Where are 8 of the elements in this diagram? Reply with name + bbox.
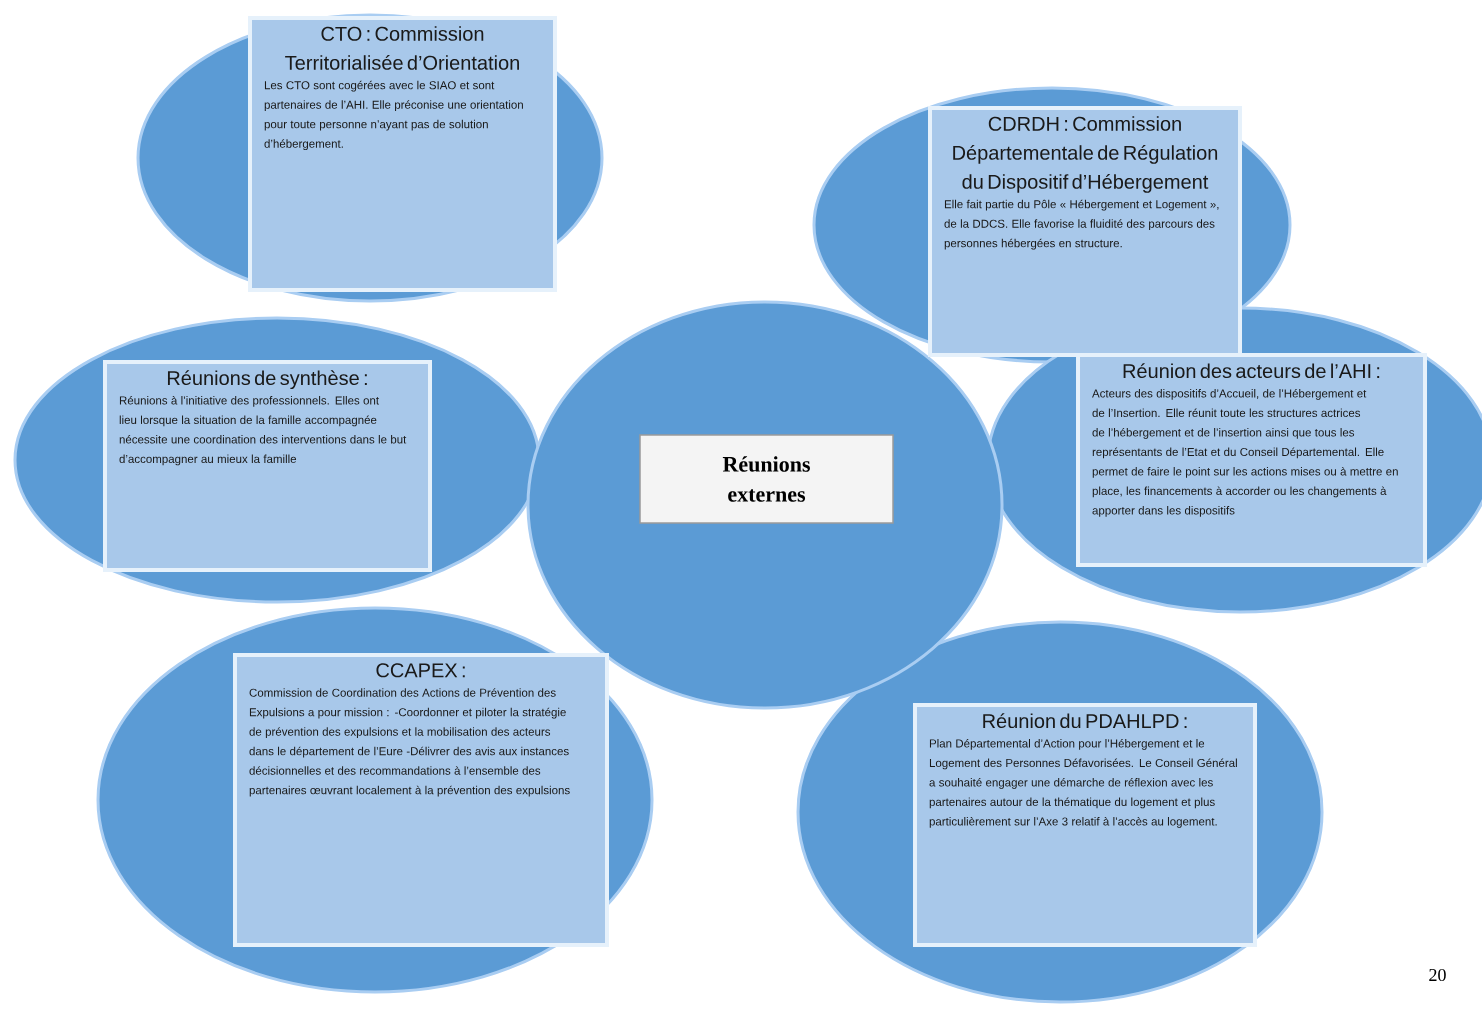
info-box: CCAPEX : Commission de Coordination des Actions de Prévention des Expulsions a pour mission : -Coordonner et piloter la stratégie de prévention des expulsions et la mobilisation des acteurs dans le département de l’Eure -Délivrer des avis aux instances décisionnelles et des recommandations à l’ensemble des partenaires œuvrant localement à la prévention des expulsions (233, 653, 609, 947)
info-box: CDRDH : Commission Départementale de Régulation du Dispositif d’Hébergement Elle fait partie du Pôle « Hébergement et Logement », de la DDCS. Elle favorise la fluidité des parcours des personnes hébergées en structure. (928, 106, 1242, 357)
title-box: Réunions externes (639, 434, 894, 524)
info-box: CTO : Commission Territorialisée d’Orientation Les CTO sont cogérées avec le SIAO et sont partenaires de l’AHI. Elle préconise une orientation pour toute personne n’ayant pas de solution d’hébergement. (248, 16, 557, 292)
page-number: 20 (1429, 968, 1446, 982)
info-box: Réunions de synthèse : Réunions à l’initiative des professionnels. Elles ont lieu lorsque la situation de la famille accompagnée nécessite une coordination des interventions dans le but d’accompagner au mieux la famille (103, 360, 432, 572)
info-box: Réunion du PDAHLPD : Plan Départemental d’Action pour l’Hébergement et le Logement des Personnes Défavorisées. Le Conseil Général a souhaité engager une démarche de réflexion avec les partenaires autour de la thématique du logement et plus particulièrement sur l’Axe 3 relatif à l’accès au logement. (913, 703, 1257, 947)
info-box: Réunion des acteurs de l’AHI : Acteurs des dispositifs d’Accueil, de l’Hébergement et de l’Insertion. Elle réunit toute les structures actrices de l’hébergement et de l’insertion ainsi que tous les représentants de l’Etat et du Conseil Départemental. Elle permet de faire le point sur les actions mises ou à mettre en place, les financements à accorder ou les changements à apporter dans les dispositifs (1076, 353, 1427, 567)
